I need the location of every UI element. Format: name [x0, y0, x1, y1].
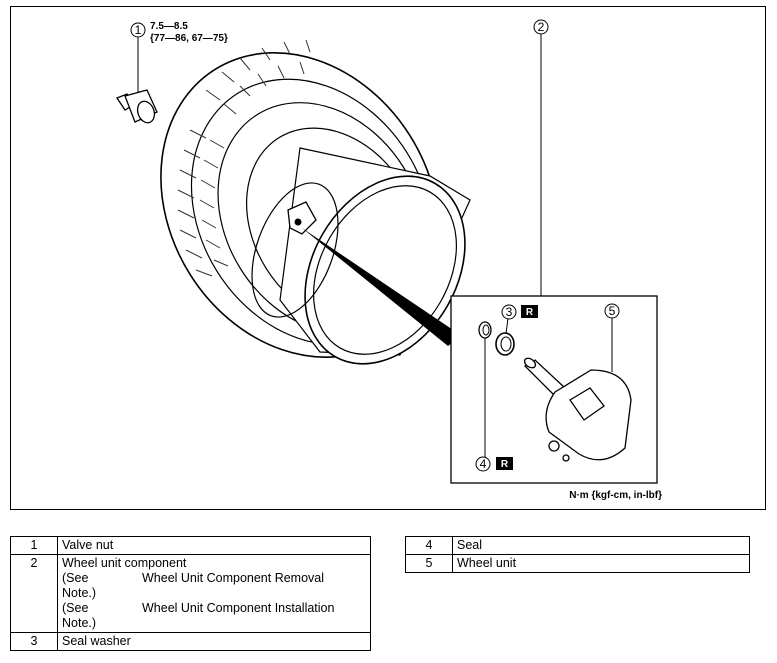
- callout-4-circle: [475, 456, 491, 472]
- wheel-exploded-diagram: 1 7.5—8.5 {77—86, 67—75} 2 3 R 5 4 R N·m…: [116, 19, 662, 501]
- wheel-unit-part: [523, 357, 632, 462]
- callout-5-circle: [604, 303, 620, 319]
- mounted-sensor: [287, 201, 317, 235]
- callout-4-replace-text: R: [501, 459, 509, 470]
- torque-spec-line2: {77—86, 67—75}: [150, 33, 228, 44]
- legend-number: 5: [405, 554, 453, 573]
- note-reference-link[interactable]: Wheel Unit Component Removal: [142, 571, 325, 585]
- detail-leader-wedge: [302, 228, 462, 346]
- callout-3-replace-text: R: [526, 307, 534, 318]
- legend-name: Wheel unit: [452, 554, 750, 573]
- legend-row: 5 Wheel unit: [405, 554, 750, 573]
- note-reference-link[interactable]: Wheel Unit Component Installation: [142, 601, 335, 615]
- legend-number: 1: [10, 536, 58, 555]
- legend-name: Wheel unit component: [62, 556, 187, 570]
- callout-3-leader: [505, 317, 509, 335]
- seal-washer-part: [495, 332, 515, 356]
- torque-spec-line1: 7.5—8.5: [150, 21, 188, 32]
- legend-note: (See Wheel Unit Component Installation: [62, 601, 366, 616]
- legend-number: 2: [10, 554, 58, 633]
- legend-row: 1 Valve nut: [10, 536, 371, 555]
- callout-2-number: 2: [538, 20, 545, 34]
- legend-note: (See Wheel Unit Component Removal: [62, 571, 366, 586]
- legend-name: Seal washer: [57, 632, 371, 651]
- legend-table-right: 4 Seal 5 Wheel unit: [405, 536, 750, 573]
- note-tail: Note.): [62, 616, 97, 630]
- callout-4-replace-mark: [496, 457, 513, 470]
- legend-number: 3: [10, 632, 58, 651]
- callout-5-number: 5: [609, 304, 616, 318]
- valve-nut: [116, 89, 158, 124]
- legend-row: 4 Seal: [405, 536, 750, 555]
- diagram-frame: [10, 6, 766, 510]
- callout-3-number: 3: [506, 305, 513, 319]
- note-see-text: (See: [62, 601, 89, 615]
- note-see-text: (See: [62, 571, 89, 585]
- callout-3-replace-mark: [521, 305, 538, 318]
- callout-1-number: 1: [135, 23, 142, 37]
- callout-3-circle: [501, 304, 517, 320]
- legend-name: Valve nut: [57, 536, 371, 555]
- legend-row: 3 Seal washer: [10, 632, 371, 651]
- callout-4-number: 4: [480, 457, 487, 471]
- legend-name: Seal: [452, 536, 750, 555]
- legend-number: 4: [405, 536, 453, 555]
- torque-unit-label: N·m {kgf-cm, in-lbf}: [569, 490, 662, 501]
- note-tail: Note.): [62, 586, 97, 600]
